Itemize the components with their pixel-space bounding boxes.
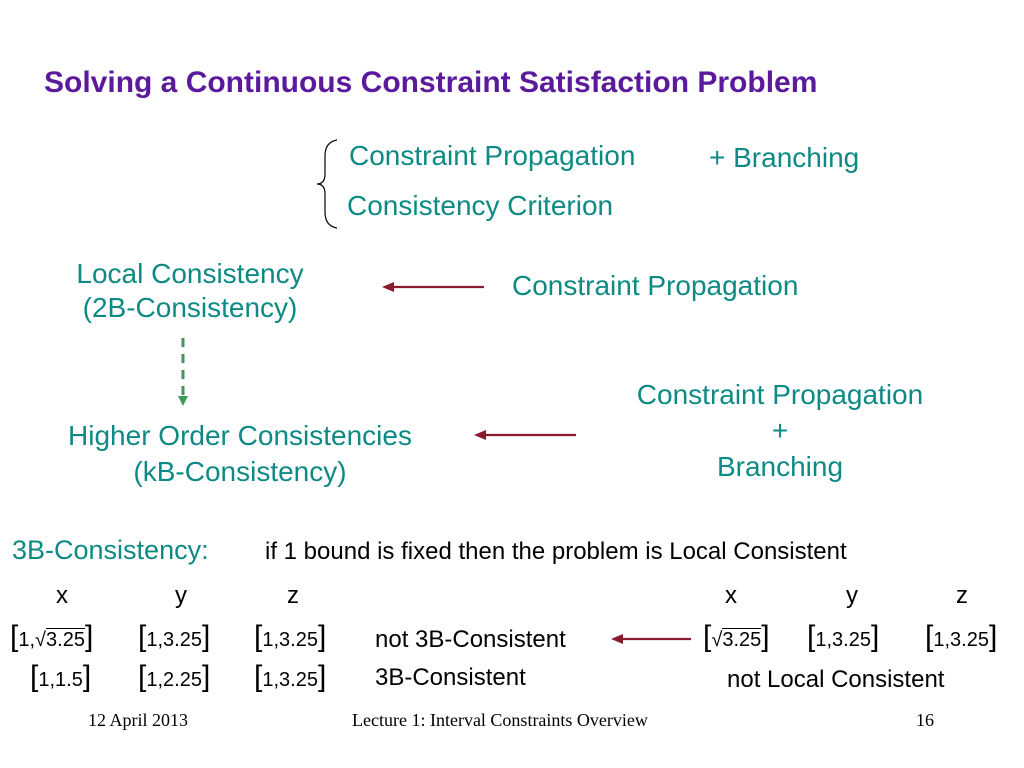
var-right-x: x — [725, 582, 737, 609]
branching-note: + Branching — [709, 142, 860, 173]
row1-right-x-interval: [√3.25] — [703, 620, 770, 653]
row1-z-interval: [1,3.25] — [254, 620, 327, 653]
var-left-x: x — [56, 582, 68, 609]
var-right-z: z — [956, 582, 968, 609]
row2-z-interval: [1,3.25] — [254, 660, 327, 693]
row2-right-status: not Local Consistent — [727, 666, 945, 693]
left-brace — [316, 139, 338, 229]
higher-method: Constraint Propagation + Branching — [595, 377, 965, 485]
local-consistency-line1: Local Consistency — [76, 258, 304, 289]
footer-date: 12 April 2013 — [88, 710, 189, 730]
row1-right-y-interval: [1,3.25] — [807, 620, 880, 653]
arrow-row1 — [611, 634, 691, 644]
higher-method-line2: + — [771, 415, 789, 446]
var-right-y: y — [846, 582, 858, 609]
row2-x-interval: [1,1.5] — [30, 660, 92, 693]
row1-status: not 3B-Consistent — [375, 626, 566, 653]
brace-item-consistency-criterion: Consistency Criterion — [347, 190, 614, 221]
sqrt-symbol: √ — [35, 629, 47, 651]
var-left-z: z — [287, 582, 299, 609]
footer-page-number: 16 — [916, 710, 934, 730]
higher-method-line3: Branching — [716, 451, 844, 482]
slide-title: Solving a Continuous Constraint Satisfac… — [44, 66, 818, 99]
threeb-definition: if 1 bound is fixed then the problem is … — [265, 538, 847, 565]
higher-order-line1: Higher Order Consistencies — [68, 420, 412, 451]
dashed-down-arrow — [178, 338, 188, 406]
arrow-local — [382, 282, 484, 292]
row1-y-interval: [1,3.25] — [138, 620, 211, 653]
local-consistency: Local Consistency (2B-Consistency) — [30, 258, 350, 324]
row1-x-interval: [1,√3.25] — [10, 620, 94, 653]
row2-y-interval: [1,2.25] — [138, 660, 211, 693]
threeb-label: 3B-Consistency: — [12, 535, 209, 565]
brace-item-constraint-propagation: Constraint Propagation — [349, 140, 636, 171]
arrow-higher — [474, 430, 576, 440]
row1-right-z-interval: [1,3.25] — [925, 620, 998, 653]
local-consistency-line2: (2B-Consistency) — [82, 292, 298, 323]
higher-method-line1: Constraint Propagation — [636, 379, 924, 410]
local-method: Constraint Propagation — [512, 270, 799, 301]
sqrt-symbol-right: √ — [711, 629, 723, 651]
row2-status: 3B-Consistent — [375, 664, 526, 691]
higher-order: Higher Order Consistencies (kB-Consisten… — [20, 420, 460, 488]
higher-order-line2: (kB-Consistency) — [133, 456, 347, 487]
var-left-y: y — [175, 582, 187, 609]
footer-lecture: Lecture 1: Interval Constraints Overview — [352, 710, 648, 730]
